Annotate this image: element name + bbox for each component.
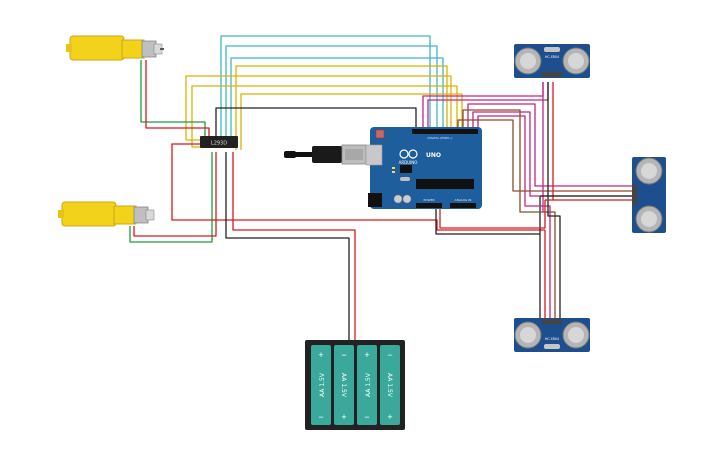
- motor-shaft-stub: [58, 210, 64, 218]
- power-header: [416, 203, 442, 208]
- arduino-logo: [399, 149, 418, 159]
- battery-pack[interactable]: + − AA 1.5V − + AA 1.5V + − AA 1.5V − + …: [305, 340, 405, 430]
- sensor-crystal: [544, 344, 560, 349]
- sensor-pins: [632, 185, 637, 205]
- usb-metal-detail: [345, 149, 363, 160]
- dc-motor-top[interactable]: [66, 35, 164, 61]
- battery-cell-1: + − AA 1.5V: [311, 345, 331, 425]
- cell-label: AA 1.5V: [365, 372, 372, 397]
- wire-cyan-3[interactable]: [230, 57, 444, 142]
- wire-cyan-2[interactable]: [225, 45, 438, 140]
- wire-yellow-4[interactable]: [240, 93, 463, 150]
- cell-label: AA 1.5V: [319, 372, 326, 397]
- capacitor-1: [393, 194, 403, 204]
- wire-magenta-3[interactable]: [467, 103, 634, 187]
- usb-cord: [294, 152, 314, 157]
- power-header-label: POWER: [423, 198, 434, 202]
- led-rx: [392, 171, 395, 173]
- wire-battery-red[interactable]: [232, 152, 356, 340]
- transducer-mesh-right: [568, 327, 584, 343]
- wire-battery-black[interactable]: [225, 152, 350, 340]
- ultrasonic-sensor-top[interactable]: HC-SR04: [514, 44, 590, 78]
- dc-motor-bottom[interactable]: [58, 201, 155, 227]
- cell-plus: +: [387, 412, 392, 422]
- model-label: UNO: [426, 152, 441, 159]
- wire-brown-1[interactable]: [462, 109, 556, 320]
- transducer-mesh-right: [568, 53, 584, 69]
- transducer-mesh-left: [520, 327, 536, 343]
- capacitor-2: [402, 194, 412, 204]
- wire-black-1[interactable]: [215, 107, 417, 136]
- wire-brown-2[interactable]: [457, 119, 634, 192]
- cell-label: AA 1.5V: [386, 373, 393, 398]
- cell-plus: +: [341, 412, 346, 422]
- crystal: [400, 177, 410, 181]
- brand-label: ARDUINO: [399, 160, 418, 165]
- usb-boot: [312, 146, 342, 163]
- ultrasonic-sensor-bottom[interactable]: HC-SR04: [514, 318, 590, 352]
- atmega-chip: [416, 179, 474, 189]
- wire-yellow-1[interactable]: [185, 75, 452, 141]
- cell-minus: −: [364, 412, 369, 422]
- wires: [129, 35, 634, 340]
- sensor-pins: [542, 319, 562, 324]
- arduino-uno-board[interactable]: DIGITAL (PWM~) ARDUINO UNO POWER ANALOG …: [365, 127, 482, 209]
- cell-minus: −: [341, 350, 346, 360]
- analog-header: [450, 203, 476, 208]
- motor-endcap: [145, 209, 155, 221]
- analog-header-label: ANALOG IN: [455, 198, 472, 202]
- cell-plus: +: [364, 350, 369, 360]
- digital-header-label: DIGITAL (PWM~): [428, 136, 453, 140]
- cell-minus: −: [318, 412, 323, 422]
- ultrasonic-sensor-right[interactable]: [632, 157, 666, 233]
- cell-minus: −: [387, 350, 392, 360]
- digital-header: [412, 129, 478, 134]
- usb-jack: [365, 144, 383, 166]
- power-jack: [368, 193, 382, 207]
- wire-motor1-green[interactable]: [140, 60, 206, 138]
- battery-cell-4: − + AA 1.5V: [380, 345, 400, 425]
- wire-black-bus[interactable]: [435, 196, 541, 235]
- sensor-pins: [542, 72, 562, 77]
- board-pcb: [370, 127, 482, 209]
- motor-driver-ic[interactable]: L293D: [200, 136, 238, 148]
- wire-red-bus[interactable]: [439, 200, 546, 229]
- motor-gearbox: [69, 35, 125, 61]
- motor-body: [121, 39, 145, 59]
- wire-motor1-red[interactable]: [145, 60, 210, 138]
- wire-top-sensor-2[interactable]: [547, 82, 561, 320]
- transducer-mesh-left: [520, 53, 536, 69]
- motor-gearbox: [61, 201, 117, 227]
- wire-motor2-red[interactable]: [133, 152, 217, 237]
- transducer-mesh-top: [641, 163, 657, 179]
- sensor-crystal: [544, 47, 560, 52]
- usb-cable[interactable]: [284, 144, 367, 165]
- sensor-label: HC-SR04: [545, 55, 559, 59]
- led-tx: [392, 167, 395, 169]
- wire-cyan-1[interactable]: [220, 35, 431, 140]
- reset-button[interactable]: [375, 129, 385, 139]
- battery-cell-2: − + AA 1.5V: [334, 345, 354, 425]
- wire-motor2-green[interactable]: [129, 152, 213, 243]
- cell-label: AA 1.5V: [340, 373, 347, 398]
- motor-body: [113, 205, 137, 225]
- wire-red-power[interactable]: [171, 143, 545, 231]
- motor-shaft-stub: [66, 44, 72, 52]
- small-chip: [400, 165, 412, 173]
- sensor-label: HC-SR04: [545, 337, 559, 341]
- wire-magenta-5[interactable]: [477, 115, 551, 320]
- battery-cell-3: + − AA 1.5V: [357, 345, 377, 425]
- driver-body: [200, 136, 238, 148]
- usb-plug-tip: [284, 151, 296, 158]
- transducer-mesh-bottom: [641, 211, 657, 227]
- driver-label: L293D: [211, 141, 227, 147]
- cell-plus: +: [318, 350, 323, 360]
